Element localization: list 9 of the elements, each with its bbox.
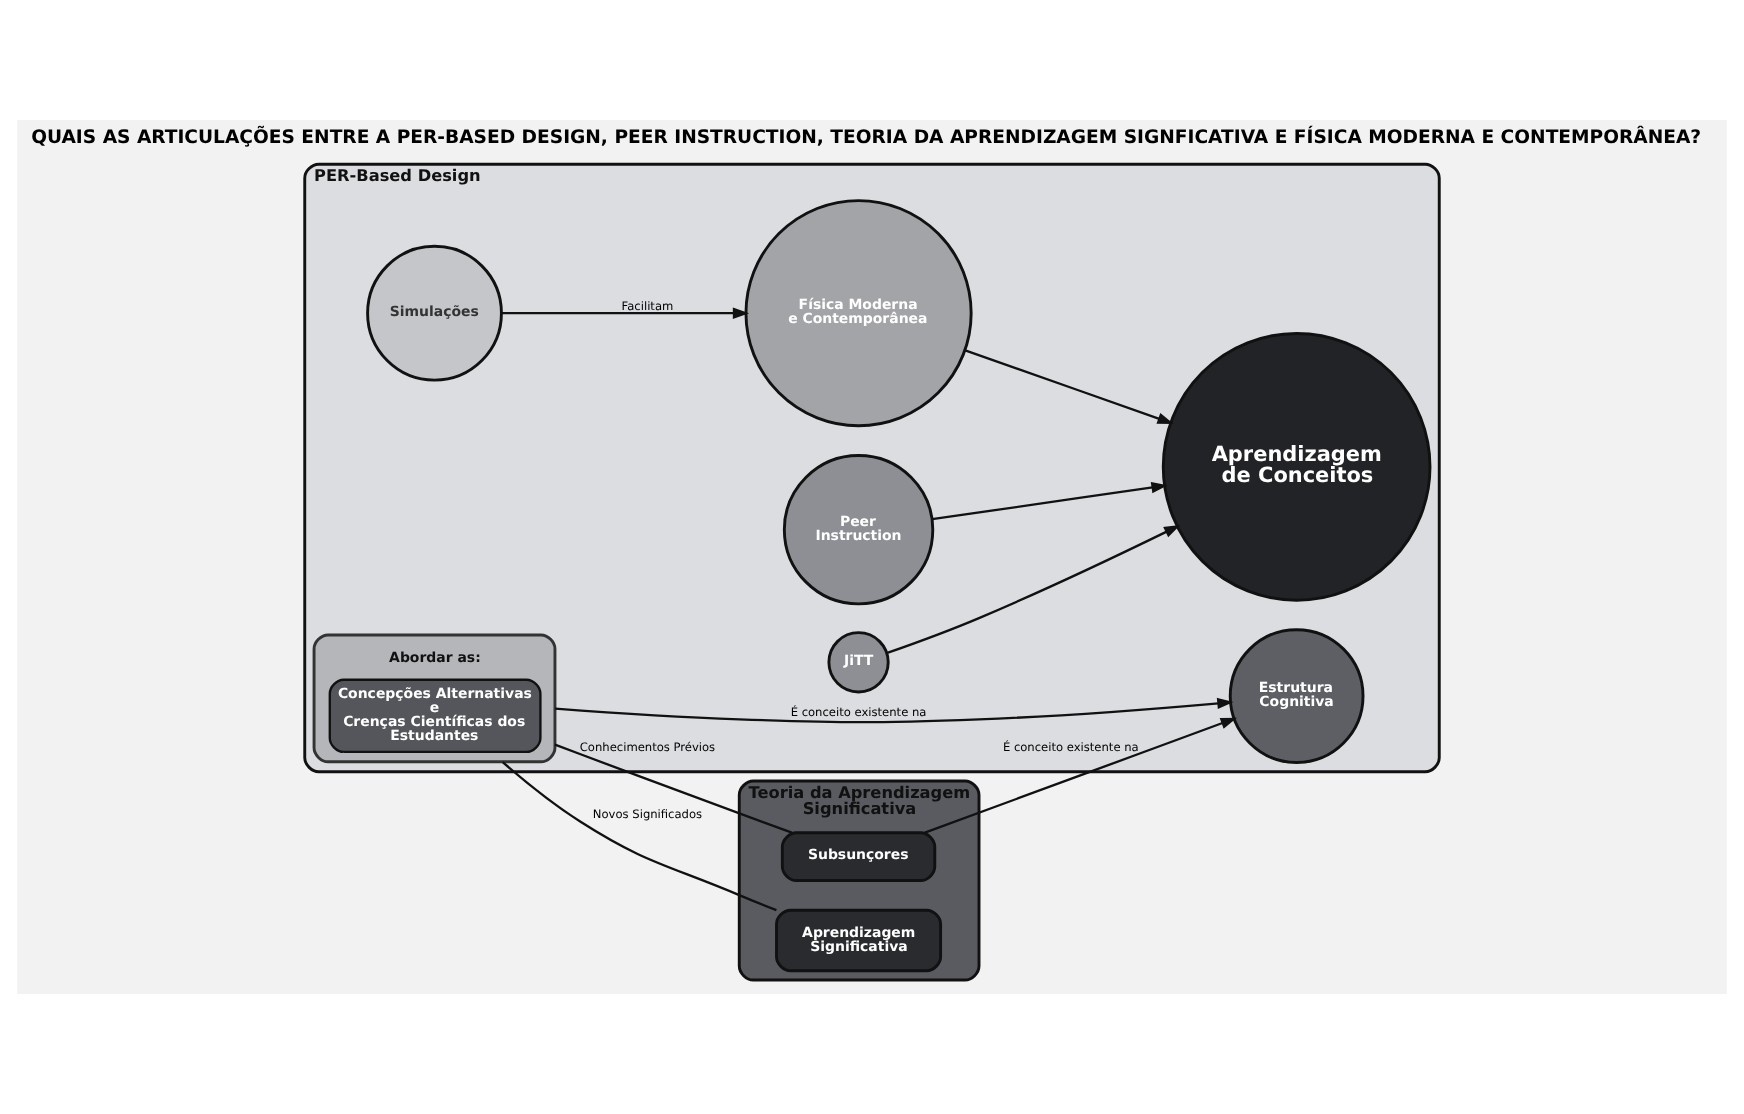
connector bbox=[554, 743, 793, 834]
connector bbox=[501, 761, 777, 912]
arrow bbox=[555, 697, 1234, 724]
arrow bbox=[964, 349, 1174, 424]
arrow bbox=[932, 481, 1168, 521]
arrow bbox=[886, 524, 1181, 655]
diagram-title: QUAIS AS ARTICULAÇÕES ENTRE A PER-BASED DESIGN, PEER INSTRUCTION, TEORIA DA APRENDIZAGEM SIGNFICATIVA E FÍSICA MODERNA E CONTEMPORÂNEA? bbox=[31, 127, 1702, 150]
arrow bbox=[924, 717, 1237, 834]
arrow bbox=[501, 307, 750, 319]
